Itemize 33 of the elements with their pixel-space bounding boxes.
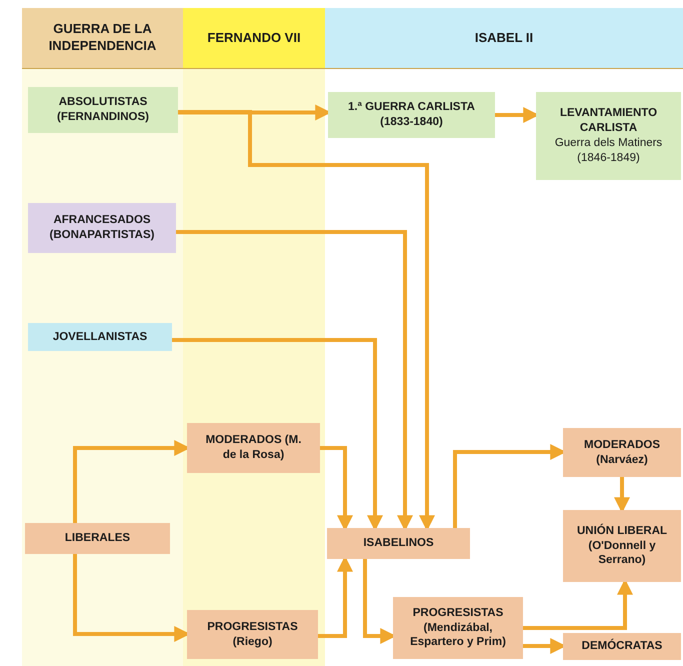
group-box — [28, 87, 178, 133]
group-box — [563, 428, 681, 477]
label: AFRANCESADOS (BONAPARTISTAS) — [48, 213, 156, 243]
group-box — [563, 633, 681, 660]
subtitle: Guerra dels Matiners (1846-1849) — [554, 136, 664, 166]
label: UNIÓN LIBERAL (O'Donnell y Serrano) — [576, 524, 668, 568]
label: LIBERALES — [64, 531, 130, 546]
period-header — [22, 8, 183, 68]
group-box — [28, 323, 172, 351]
period-header — [325, 8, 683, 68]
group-box — [328, 92, 495, 138]
label: ABSOLUTISTAS (FERNANDINOS) — [56, 95, 150, 125]
group-box — [25, 523, 170, 554]
group-box — [536, 92, 681, 180]
label: PROGRESISTAS (Riego) — [206, 620, 299, 650]
group-box — [393, 597, 523, 659]
label: MODERADOS (Narváez) — [582, 438, 662, 468]
label: DEMÓCRATAS — [582, 639, 662, 654]
label: ISABEL II — [474, 30, 534, 46]
group-box — [187, 423, 320, 473]
label: JOVELLANISTAS — [52, 330, 148, 344]
label: GUERRA DE LA INDEPENDENCIA — [48, 21, 158, 55]
group-box — [563, 510, 681, 582]
group-box — [327, 528, 470, 559]
label: ISABELINOS — [363, 536, 434, 551]
label: FERNANDO VII — [207, 30, 301, 46]
group-box — [28, 203, 176, 253]
label: MODERADOS (M. de la Rosa) — [205, 433, 302, 463]
label: PROGRESISTAS (Mendizábal, Espartero y Prim) — [409, 606, 507, 650]
period-header — [183, 8, 325, 68]
group-box — [187, 610, 318, 659]
label: LEVANTAMIENTO CARLISTA — [558, 106, 658, 136]
label: 1.ª GUERRA CARLISTA (1833-1840) — [347, 100, 476, 130]
